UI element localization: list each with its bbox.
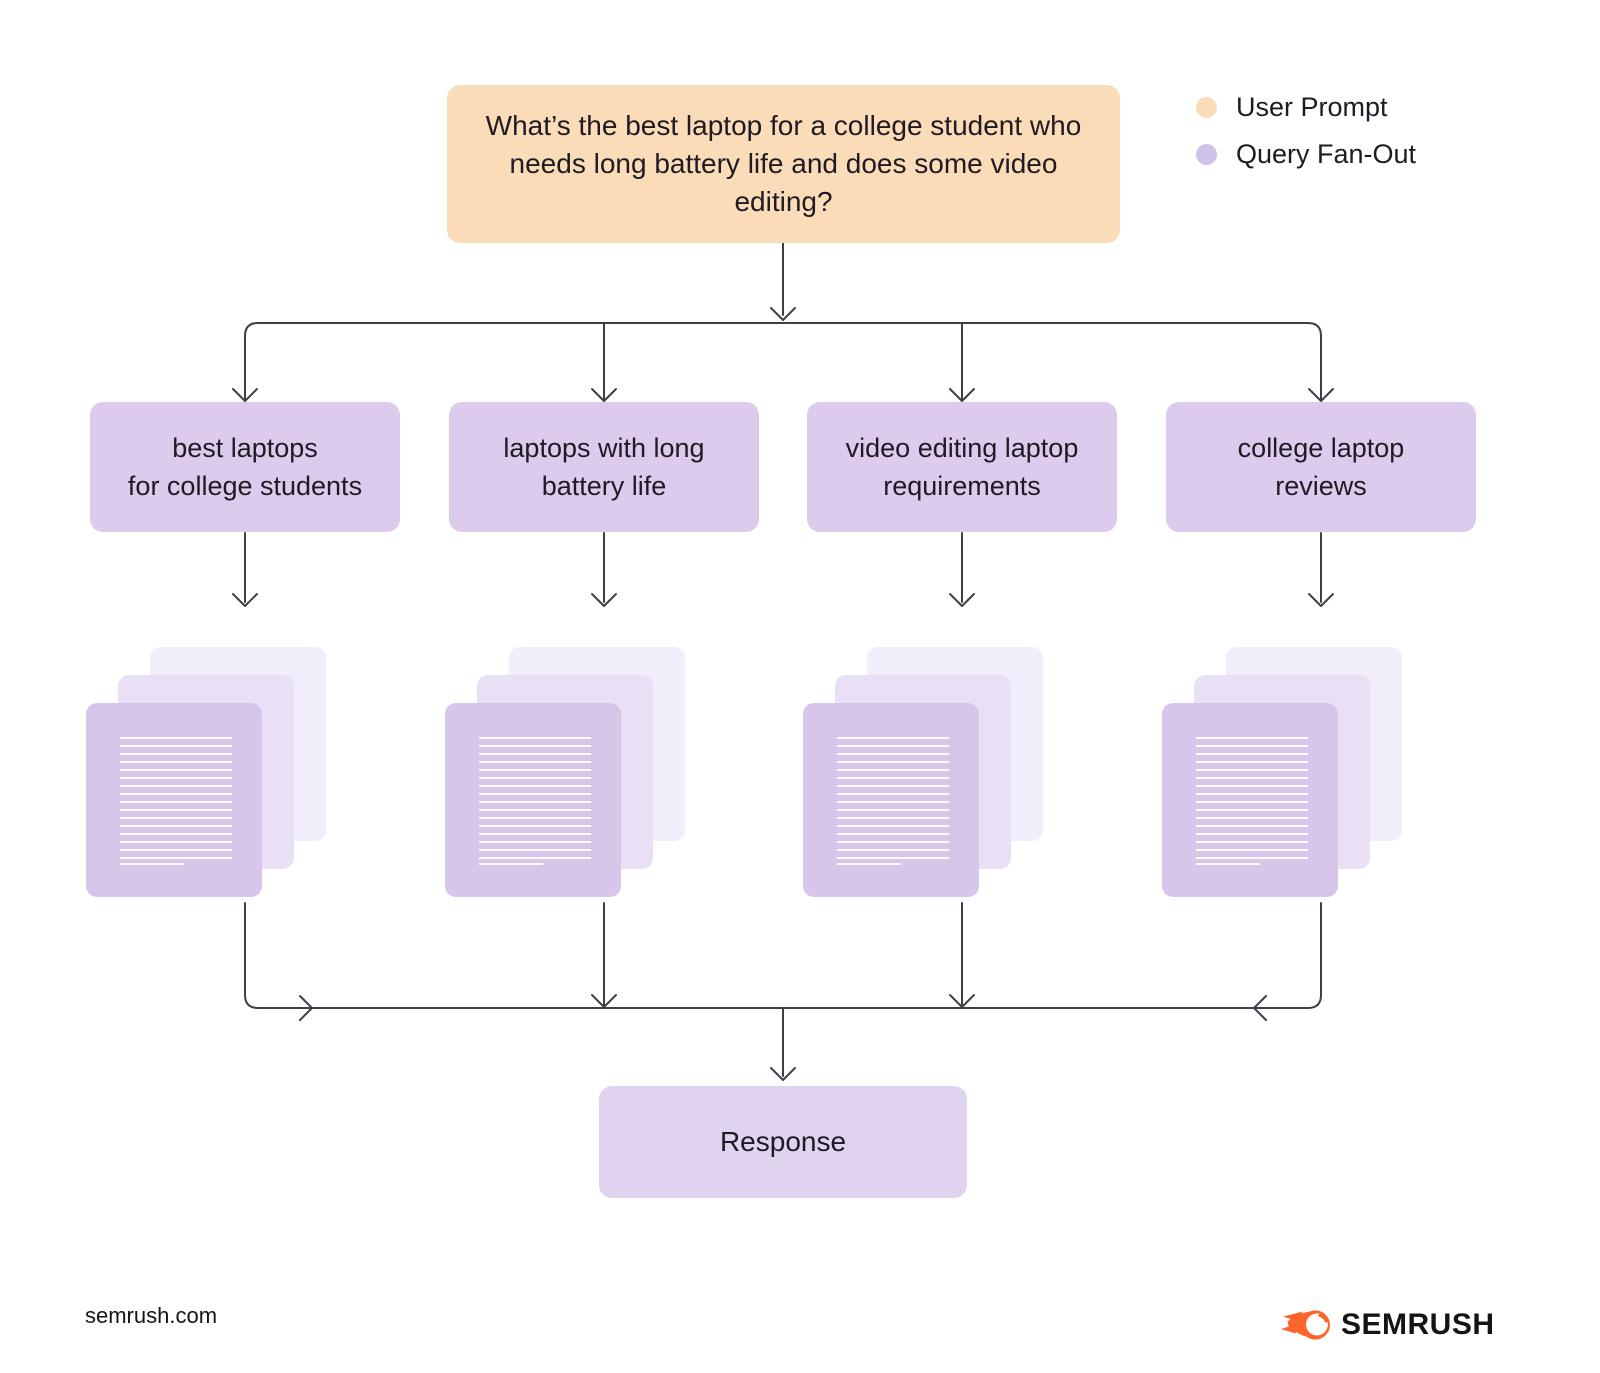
- doc-text-line-short: [479, 863, 543, 865]
- doc-text-lines: [479, 737, 591, 859]
- doc-text-line-short: [120, 863, 184, 865]
- arrowhead-down-icon: [1308, 593, 1334, 607]
- legend-item-user-prompt: User Prompt: [1196, 90, 1416, 124]
- doc-text-lines: [120, 737, 232, 859]
- doc-text-line-short: [1196, 863, 1260, 865]
- query-text-line: for college students: [127, 471, 363, 501]
- arrowhead-down-icon: [770, 307, 796, 321]
- prompt-to-fanout-arrow: [770, 242, 796, 321]
- user-prompt-box: What’s the best laptop for a college stu…: [447, 85, 1120, 243]
- query-text-line: video editing laptop: [845, 433, 1079, 463]
- doc-stack: [803, 647, 1043, 897]
- query-text-line: requirements: [883, 471, 1041, 501]
- arrowhead-down-icon: [770, 1067, 796, 1081]
- query-box-battery-life: laptops with long battery life: [449, 402, 759, 532]
- legend-dot-query-fan-out-icon: [1196, 143, 1217, 165]
- semrush-logo: SEMRUSH: [1281, 1308, 1495, 1342]
- doc-stack: [445, 647, 685, 897]
- query-text-line: reviews: [1275, 471, 1367, 501]
- doc-page-front: [803, 703, 979, 897]
- query-box-college-reviews: college laptop reviews: [1166, 402, 1476, 532]
- arrowhead-down-icon: [591, 593, 617, 607]
- arrowhead-right-icon: [299, 995, 313, 1021]
- legend-label: User Prompt: [1236, 91, 1388, 122]
- query-text-line: battery life: [541, 471, 667, 501]
- doc-page-front: [1162, 703, 1338, 897]
- arrowhead-down-icon: [949, 388, 975, 402]
- doc-page-front: [445, 703, 621, 897]
- legend-dot-user-prompt-icon: [1196, 96, 1217, 118]
- docs-to-response-converge-line: [244, 902, 1322, 1081]
- doc-stack: [1162, 647, 1402, 897]
- user-prompt-text: What’s the best laptop for a college stu…: [485, 110, 1082, 217]
- query-to-docs-arrows: [232, 532, 1334, 607]
- arrowhead-left-icon: [1253, 995, 1267, 1021]
- semrush-flame-icon: [1281, 1310, 1330, 1340]
- legend-label: Query Fan-Out: [1236, 138, 1417, 169]
- query-box-best-laptops: best laptops for college students: [90, 402, 400, 532]
- query-box-video-editing: video editing laptop requirements: [807, 402, 1117, 532]
- doc-text-lines: [1196, 737, 1308, 859]
- doc-text-lines: [837, 737, 949, 859]
- arrowhead-down-icon: [232, 593, 258, 607]
- doc-page-front: [86, 703, 262, 897]
- fanout-distribution-line: [232, 322, 1334, 402]
- arrowhead-down-icon: [591, 994, 617, 1008]
- arrowhead-down-icon: [1308, 388, 1334, 402]
- query-text-line: laptops with long: [503, 433, 705, 463]
- legend: User Prompt Query Fan-Out: [1196, 90, 1416, 184]
- semrush-wordmark: SEMRUSH: [1341, 1308, 1495, 1341]
- arrowhead-down-icon: [232, 388, 258, 402]
- doc-stack: [86, 647, 326, 897]
- arrowhead-down-icon: [949, 593, 975, 607]
- doc-text-line-short: [837, 863, 901, 865]
- query-text-line: college laptop: [1237, 433, 1405, 463]
- arrowhead-down-icon: [949, 994, 975, 1008]
- footer-site-url: semrush.com: [85, 1303, 218, 1328]
- response-box: Response: [599, 1086, 967, 1198]
- arrowhead-down-icon: [591, 388, 617, 402]
- legend-item-query-fan-out: Query Fan-Out: [1196, 137, 1416, 171]
- query-text-line: best laptops: [172, 433, 318, 463]
- response-label: Response: [719, 1126, 847, 1157]
